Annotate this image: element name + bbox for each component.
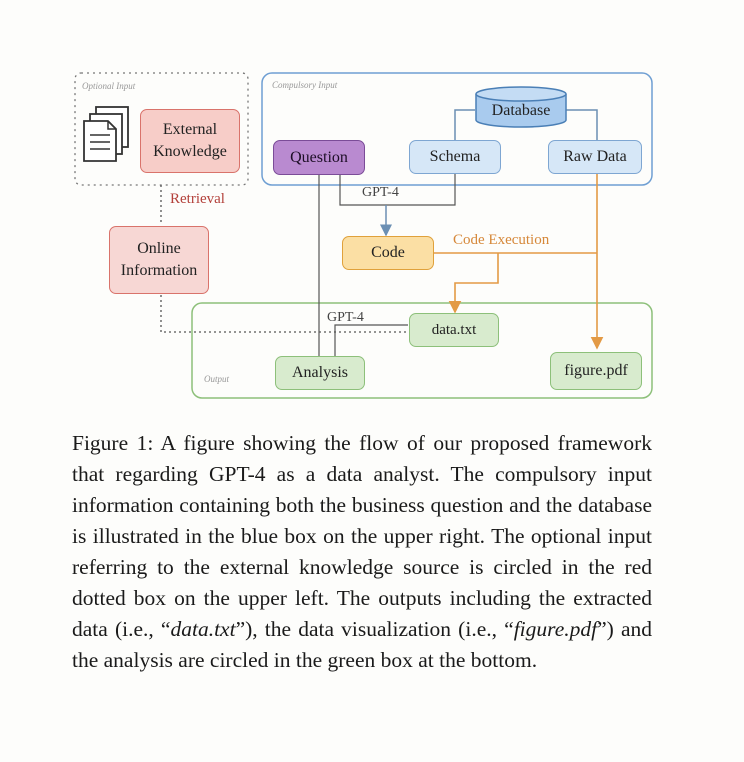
external-knowledge-node: External Knowledge (140, 109, 240, 173)
online-information-node: Online Information (109, 226, 209, 294)
gpt4-top-edge-label: GPT-4 (362, 185, 399, 200)
raw-data-node: Raw Data (548, 140, 642, 174)
question-node: Question (273, 140, 365, 175)
data-txt-node: data.txt (409, 313, 499, 347)
database-node: Database (491, 102, 551, 120)
retrieval-edge-label: Retrieval (170, 191, 225, 207)
code-node: Code (342, 236, 434, 270)
gpt4-bottom-edge-label: GPT-4 (327, 310, 364, 325)
schema-node: Schema (409, 140, 501, 174)
document-stack-icon (83, 106, 129, 162)
output-label: Output (204, 374, 230, 384)
caption-text-2: ”), the data visualization (i.e., “ (235, 617, 514, 641)
output-frame (191, 302, 653, 399)
diagram-connectors (74, 72, 653, 399)
optional-input-label: Optional Input (82, 81, 136, 91)
compulsory-input-frame (261, 72, 653, 186)
caption-text-1: Figure 1: A figure showing the flow of o… (72, 431, 652, 641)
caption-figure-file: figure.pdf (513, 617, 598, 641)
compulsory-input-label: Compulsory Input (272, 80, 338, 90)
analysis-node: Analysis (275, 356, 365, 390)
database-cylinder-icon (475, 86, 567, 128)
caption-text-3: ”) and the analysis are circled in the g… (72, 617, 653, 672)
code-execution-edge-label: Code Execution (453, 232, 550, 248)
figure-pdf-node: figure.pdf (550, 352, 642, 390)
optional-input-frame (74, 72, 249, 186)
caption-data-file: data.txt (170, 617, 236, 641)
figure-caption: Figure 1: A figure showing the flow of o… (72, 428, 652, 676)
